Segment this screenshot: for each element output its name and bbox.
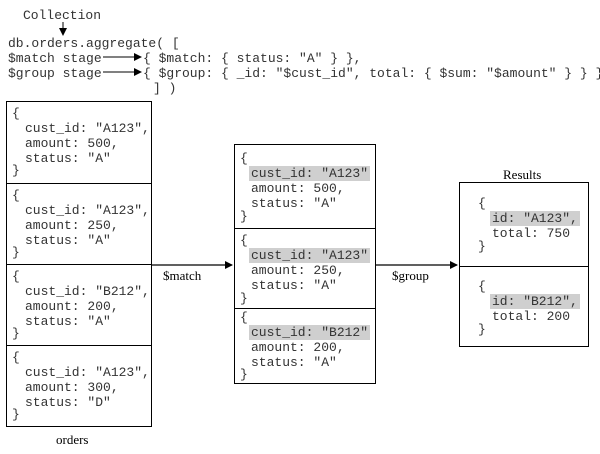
doc-field: amount: 200, — [25, 299, 119, 314]
group-stage-code: { $group: { _id: "$cust_id", total: { $s… — [143, 66, 600, 81]
aggregate-command: db.orders.aggregate( [ — [8, 36, 180, 51]
open-brace: { — [12, 350, 20, 365]
collection-label: Collection — [23, 8, 102, 23]
match-arrow-label: $match — [163, 268, 202, 283]
doc-field: total: 750 — [492, 226, 571, 241]
open-brace: { — [478, 196, 486, 211]
doc-field: status: "A" — [25, 151, 111, 166]
closing-bracket: ] ) — [153, 81, 177, 96]
matched-document: { cust_id: "A123" amount: 500, status: "… — [235, 145, 375, 229]
doc-field: status: "A" — [25, 233, 111, 248]
doc-field: amount: 500, — [251, 181, 345, 196]
close-brace: } — [12, 245, 20, 260]
doc-field: total: 200 — [492, 309, 571, 324]
order-document: { cust_id: "A123", amount: 500, status: … — [7, 102, 151, 184]
doc-field: status: "A" — [251, 355, 337, 370]
result-document: { id: "B212", total: 200 } — [460, 267, 588, 346]
group-stage-label: $group stage — [8, 66, 102, 81]
highlighted-cust-id: cust_id: "A123" — [249, 166, 371, 181]
open-brace: { — [240, 233, 248, 248]
open-brace: { — [240, 151, 248, 166]
doc-field: amount: 300, — [25, 380, 119, 395]
doc-field: cust_id: "A123", — [25, 203, 150, 218]
doc-field: status: "A" — [25, 314, 111, 329]
result-document: { id: "A123", total: 750 } — [460, 183, 588, 267]
orders-caption: orders — [56, 432, 89, 447]
matched-document: { cust_id: "A123" amount: 250, status: "… — [235, 229, 375, 309]
highlighted-cust-id: cust_id: "A123" — [249, 248, 371, 263]
results-caption: Results — [503, 167, 542, 182]
doc-field: status: "D" — [25, 395, 111, 410]
highlighted-id: id: "A123", — [490, 211, 580, 226]
open-brace: { — [240, 310, 248, 325]
group-arrow-label: $group — [392, 268, 429, 283]
doc-field: amount: 250, — [25, 218, 119, 233]
doc-field: cust_id: "B212", — [25, 284, 150, 299]
open-brace: { — [12, 188, 20, 203]
highlighted-id: id: "B212", — [490, 294, 580, 309]
doc-field: amount: 250, — [251, 263, 345, 278]
doc-field: amount: 500, — [25, 136, 119, 151]
close-brace: } — [12, 326, 20, 341]
order-document: { cust_id: "A123", amount: 250, status: … — [7, 184, 151, 265]
doc-field: cust_id: "A123", — [25, 365, 150, 380]
close-brace: } — [240, 367, 248, 382]
open-brace: { — [12, 269, 20, 284]
close-brace: } — [12, 163, 20, 178]
order-document: { cust_id: "B212", amount: 200, status: … — [7, 265, 151, 346]
open-brace: { — [478, 279, 486, 294]
close-brace: } — [12, 407, 20, 422]
orders-collection: { cust_id: "A123", amount: 500, status: … — [6, 101, 152, 427]
open-brace: { — [12, 106, 20, 121]
close-brace: } — [240, 209, 248, 224]
highlighted-cust-id: cust_id: "B212" — [249, 325, 371, 340]
close-brace: } — [240, 291, 248, 306]
results-collection: { id: "A123", total: 750 } { id: "B212",… — [459, 182, 589, 347]
doc-field: status: "A" — [251, 196, 337, 211]
order-document: { cust_id: "A123", amount: 300, status: … — [7, 346, 151, 426]
doc-field: cust_id: "A123", — [25, 121, 150, 136]
match-stage-label: $match stage — [8, 51, 102, 66]
matched-documents: { cust_id: "A123" amount: 500, status: "… — [234, 144, 376, 384]
doc-field: status: "A" — [251, 278, 337, 293]
doc-field: amount: 200, — [251, 340, 345, 355]
close-brace: } — [478, 239, 486, 254]
matched-document: { cust_id: "B212" amount: 200, status: "… — [235, 309, 375, 383]
match-stage-code: { $match: { status: "A" } }, — [143, 51, 362, 66]
close-brace: } — [478, 322, 486, 337]
